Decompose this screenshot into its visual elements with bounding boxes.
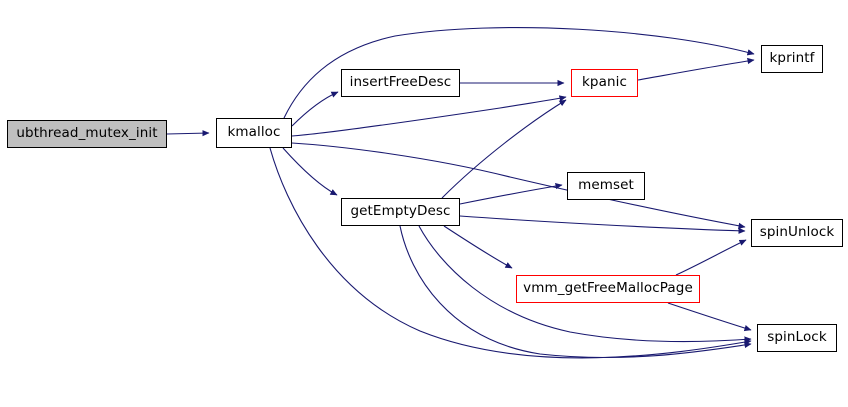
node-ubthread-mutex-init[interactable]: ubthread_mutex_init	[7, 120, 167, 148]
node-label: spinUnlock	[759, 224, 835, 241]
edge-kmalloc-to-kpanic	[291, 95, 567, 137]
node-kprintf[interactable]: kprintf	[761, 45, 823, 73]
node-label: spinLock	[767, 329, 827, 346]
node-vmm-getfreemallocpage[interactable]: vmm_getFreeMallocPage	[516, 275, 700, 303]
edge-kmalloc-to-kprintf	[283, 27, 755, 119]
node-label: memset	[578, 177, 634, 194]
edge-kmalloc-to-spinUnlock	[291, 142, 746, 229]
node-memset[interactable]: memset	[567, 172, 645, 200]
edge-vmm_getFreeMallocPage-to-spinUnlock	[675, 239, 747, 276]
node-label: insertFreeDesc	[349, 74, 452, 91]
node-spinlock[interactable]: spinLock	[757, 324, 837, 352]
node-insertfreedesc[interactable]: insertFreeDesc	[341, 69, 460, 97]
node-label: kprintf	[769, 50, 815, 67]
node-label: kmalloc	[227, 124, 281, 141]
edge-kmalloc-to-spinLock	[269, 147, 752, 359]
edge-getEmptyDesc-to-memset	[459, 182, 563, 205]
node-getemptydesc[interactable]: getEmptyDesc	[341, 198, 460, 226]
edge-getEmptyDesc-to-spinLock	[399, 225, 752, 359]
edge-kpanic-to-kprintf	[637, 57, 755, 81]
edge-ubthread_mutex_init-to-kmalloc	[166, 130, 210, 137]
node-label: vmm_getFreeMallocPage	[523, 280, 693, 297]
node-spinunlock[interactable]: spinUnlock	[751, 219, 843, 247]
edge-kmalloc-to-insertFreeDesc	[291, 91, 339, 127]
edge-kmalloc-to-getEmptyDesc	[282, 147, 338, 196]
edge-getEmptyDesc-to-kpanic	[441, 99, 567, 199]
edge-getEmptyDesc-to-spinLock	[418, 225, 752, 343]
edge-getEmptyDesc-to-vmm_getFreeMallocPage	[443, 225, 513, 269]
node-label: kpanic	[582, 74, 627, 91]
edge-vmm_getFreeMallocPage-to-spinLock	[667, 302, 752, 332]
node-label: getEmptyDesc	[350, 203, 451, 220]
edge-getEmptyDesc-to-spinUnlock	[459, 215, 746, 234]
node-kpanic[interactable]: kpanic	[571, 69, 638, 97]
node-label: ubthread_mutex_init	[16, 125, 158, 142]
node-kmalloc[interactable]: kmalloc	[216, 118, 292, 148]
